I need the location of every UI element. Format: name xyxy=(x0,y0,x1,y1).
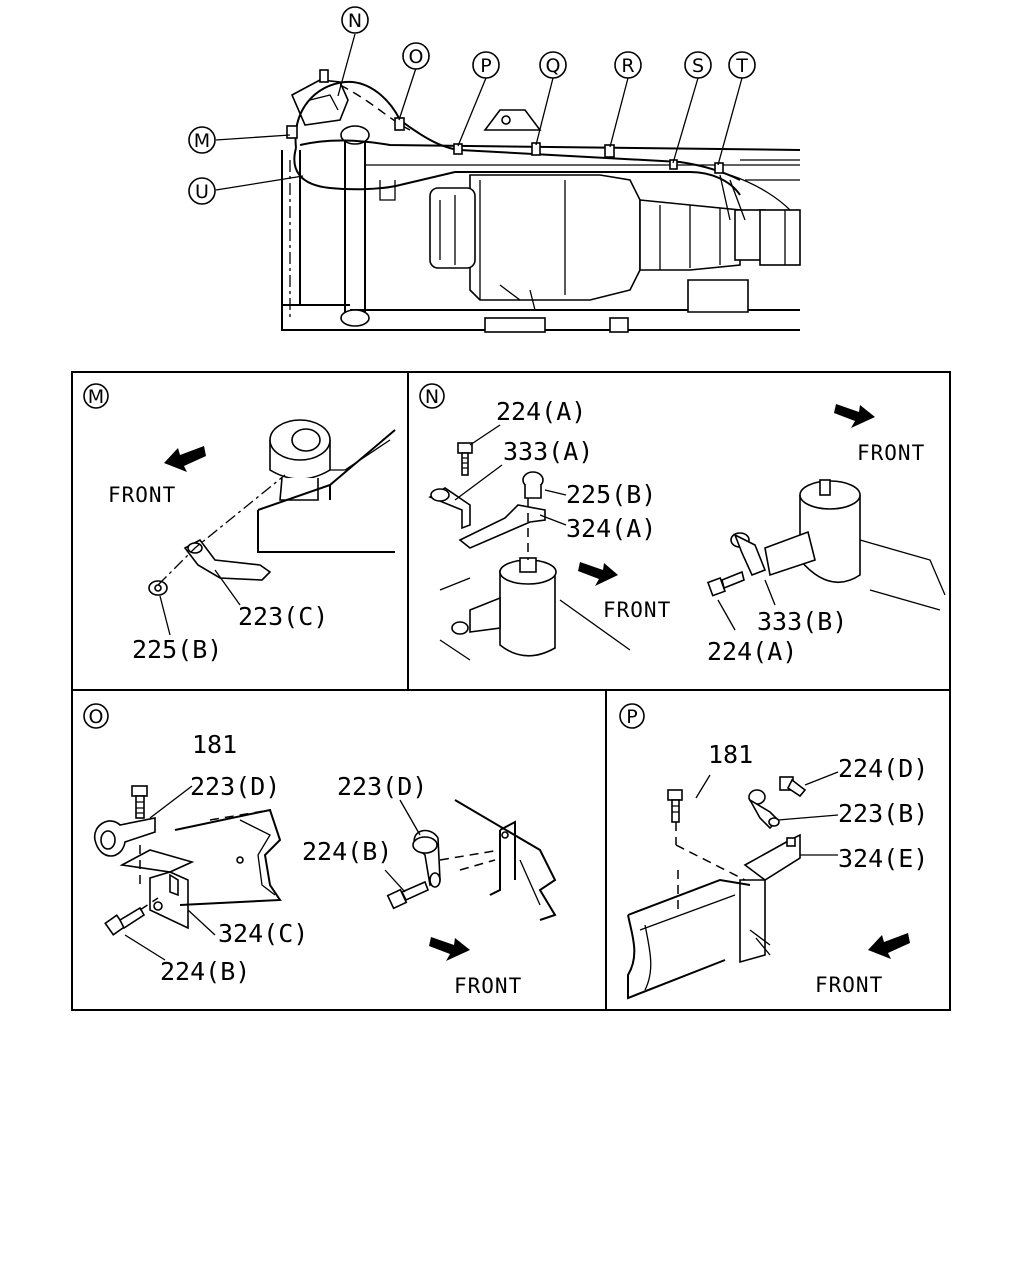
part-324E: 324(E) xyxy=(838,844,928,873)
front-label-mid: FRONT xyxy=(603,598,671,622)
part-225B: 225(B) xyxy=(566,480,656,509)
part-224A: 224(A) xyxy=(496,397,586,426)
part-224B-2: 224(B) xyxy=(302,837,392,866)
panel-P-id: P xyxy=(619,703,645,729)
front-arrow-icon xyxy=(164,446,206,472)
spacer-drawing xyxy=(257,419,396,553)
part-333A: 333(A) xyxy=(503,437,593,466)
part-224B: 224(B) xyxy=(160,957,250,986)
clip-drawing xyxy=(428,487,471,530)
bolt-drawing xyxy=(457,442,473,476)
clip-drawing xyxy=(747,789,780,830)
panel-O: O FRONT xyxy=(83,703,557,998)
clip-drawing xyxy=(148,474,286,596)
bolt-drawing xyxy=(667,789,683,845)
filter-drawing-right xyxy=(730,479,946,611)
svg-text:T: T xyxy=(735,55,748,77)
svg-text:O: O xyxy=(409,46,424,68)
bolt-drawing-right xyxy=(706,570,745,597)
panel-N: N FRONT FRONT xyxy=(419,383,946,666)
rail-drawing-right xyxy=(439,799,557,921)
front-label: FRONT xyxy=(815,973,883,997)
svg-text:P: P xyxy=(626,706,637,728)
rail-drawing xyxy=(174,808,282,906)
front-label-top: FRONT xyxy=(857,441,925,465)
bolt-drawing xyxy=(131,785,148,819)
svg-text:N: N xyxy=(425,386,439,408)
svg-text:M: M xyxy=(194,130,210,152)
part-224D: 224(D) xyxy=(838,754,928,783)
part-223D-2: 223(D) xyxy=(337,772,427,801)
front-arrow-icon xyxy=(429,937,470,961)
callout-R: R xyxy=(614,51,642,79)
bolt-drawing-right xyxy=(386,880,430,910)
callout-O: O xyxy=(402,42,430,70)
callout-T: T xyxy=(728,51,756,79)
part-333B: 333(B) xyxy=(757,607,847,636)
bolt-drawing-lower xyxy=(104,845,159,936)
callout-M: M xyxy=(188,126,216,154)
bolt-drawing-upper xyxy=(779,776,807,798)
panel-P: P FRONT xyxy=(619,703,928,1000)
part-324C: 324(C) xyxy=(218,919,308,948)
callout-N: N xyxy=(341,6,369,34)
part-224A-2: 224(A) xyxy=(707,637,797,666)
front-label: FRONT xyxy=(454,974,522,998)
panel-N-id: N xyxy=(419,383,445,409)
front-arrow-icon xyxy=(868,933,910,959)
part-181: 181 xyxy=(708,740,753,769)
svg-text:P: P xyxy=(480,55,491,77)
svg-text:Q: Q xyxy=(546,55,561,77)
part-223B: 223(B) xyxy=(838,799,928,828)
callout-Q: Q xyxy=(539,51,567,79)
svg-text:O: O xyxy=(89,706,104,728)
panel-M: M FRONT 223(C) 225(B) xyxy=(83,383,396,664)
filter-drawing xyxy=(439,498,631,661)
overview-leaders xyxy=(215,33,743,191)
front-arrow-icon xyxy=(578,562,618,586)
overview-drawing xyxy=(281,69,801,333)
part-223C: 223(C) xyxy=(238,602,328,631)
part-181: 181 xyxy=(192,730,237,759)
callout-S: S xyxy=(684,51,712,79)
detail-grid xyxy=(71,371,951,1011)
front-label: FRONT xyxy=(108,483,176,507)
part-225B: 225(B) xyxy=(132,635,222,664)
svg-text:U: U xyxy=(195,181,209,203)
part-223D: 223(D) xyxy=(190,772,280,801)
clip-drawing xyxy=(94,817,156,857)
svg-text:N: N xyxy=(348,10,362,32)
panel-O-id: O xyxy=(83,703,109,729)
rail-drawing xyxy=(627,844,751,1000)
bracket-drawing xyxy=(739,833,801,964)
front-arrow-icon xyxy=(834,404,875,428)
panel-M-id: M xyxy=(83,383,109,409)
svg-text:R: R xyxy=(621,55,634,77)
callout-U: U xyxy=(188,177,216,205)
svg-text:M: M xyxy=(88,386,104,408)
svg-text:S: S xyxy=(692,55,704,77)
bracket-drawing xyxy=(458,471,546,549)
callout-P: P xyxy=(472,51,500,79)
part-324A: 324(A) xyxy=(566,514,656,543)
clip-drawing-right xyxy=(412,829,441,888)
